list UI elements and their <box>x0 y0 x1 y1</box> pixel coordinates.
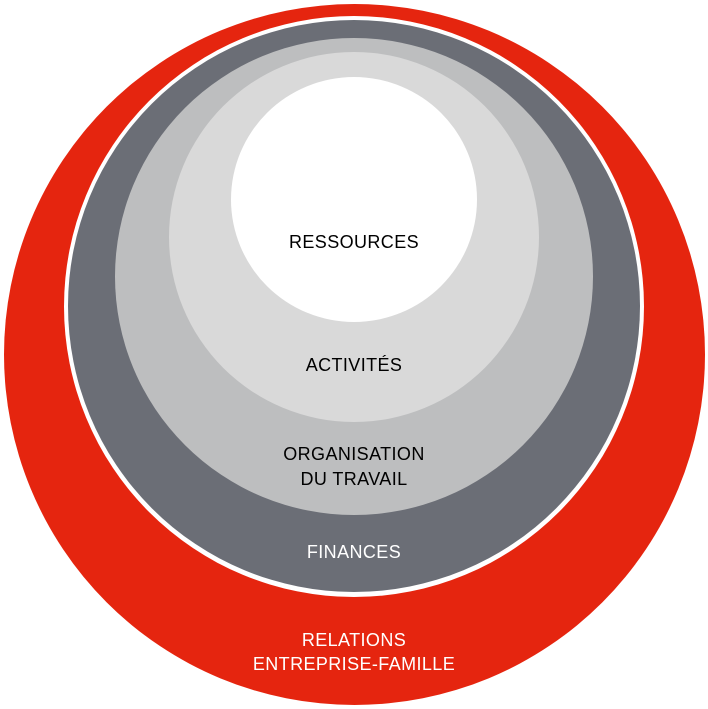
finances-label: FINANCES <box>306 542 402 562</box>
activites-label: ACTIVITÉS <box>305 355 403 375</box>
organisation-du-travail-label: ORGANISATION DU TRAVAIL <box>283 444 425 489</box>
relations-entreprise-famille-label: RELATIONS ENTREPRISE-FAMILLE <box>252 630 456 674</box>
ressources-label: RESSOURCES <box>288 232 420 252</box>
ressources-circle <box>231 77 477 322</box>
